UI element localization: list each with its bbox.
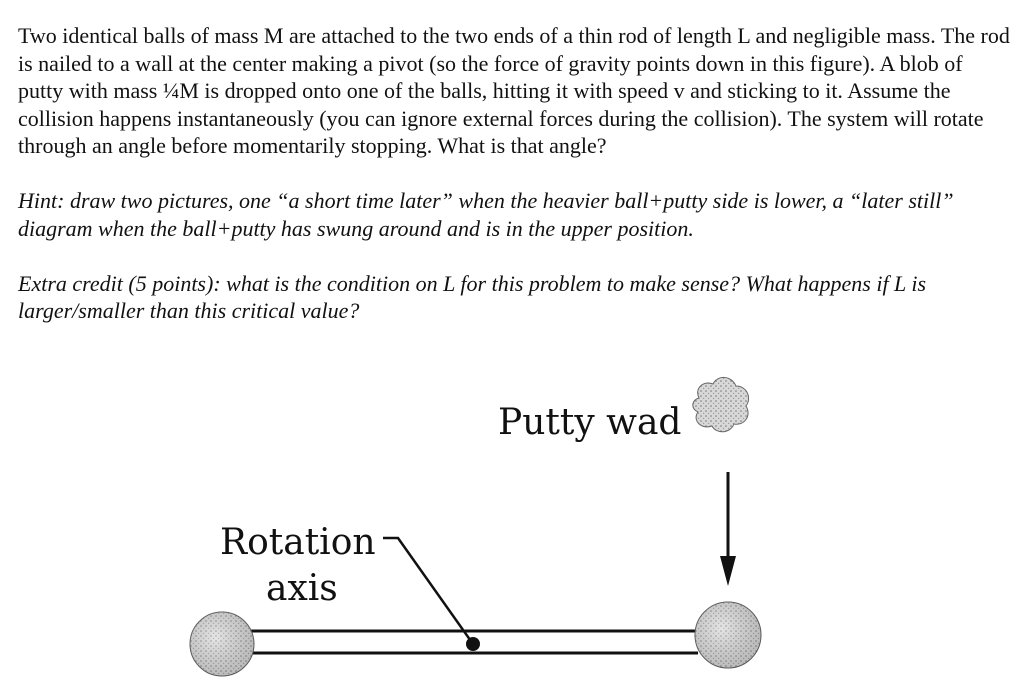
extra-credit-text: Extra credit (5 points): what is the con…	[18, 270, 927, 324]
left-ball	[189, 611, 255, 677]
figure-svg: Rotation axis Putty wad	[189, 377, 762, 677]
putty-wad-label: Putty wad	[498, 402, 681, 443]
hint-text: Hint: draw two pictures, one “a short ti…	[18, 188, 954, 241]
axis-label: axis	[266, 568, 338, 609]
rod	[250, 629, 698, 655]
problem-text: Two identical balls of mass M are attach…	[18, 22, 1010, 352]
putty-wad	[692, 377, 750, 433]
problem-statement: Two identical balls of mass M are attach…	[18, 23, 1010, 158]
rod-and-putty-figure: Rotation axis Putty wad	[0, 360, 1024, 679]
velocity-arrow	[720, 472, 736, 586]
right-ball	[694, 601, 762, 669]
rotation-label: Rotation	[220, 522, 376, 563]
axis-leader-line	[383, 536, 475, 645]
